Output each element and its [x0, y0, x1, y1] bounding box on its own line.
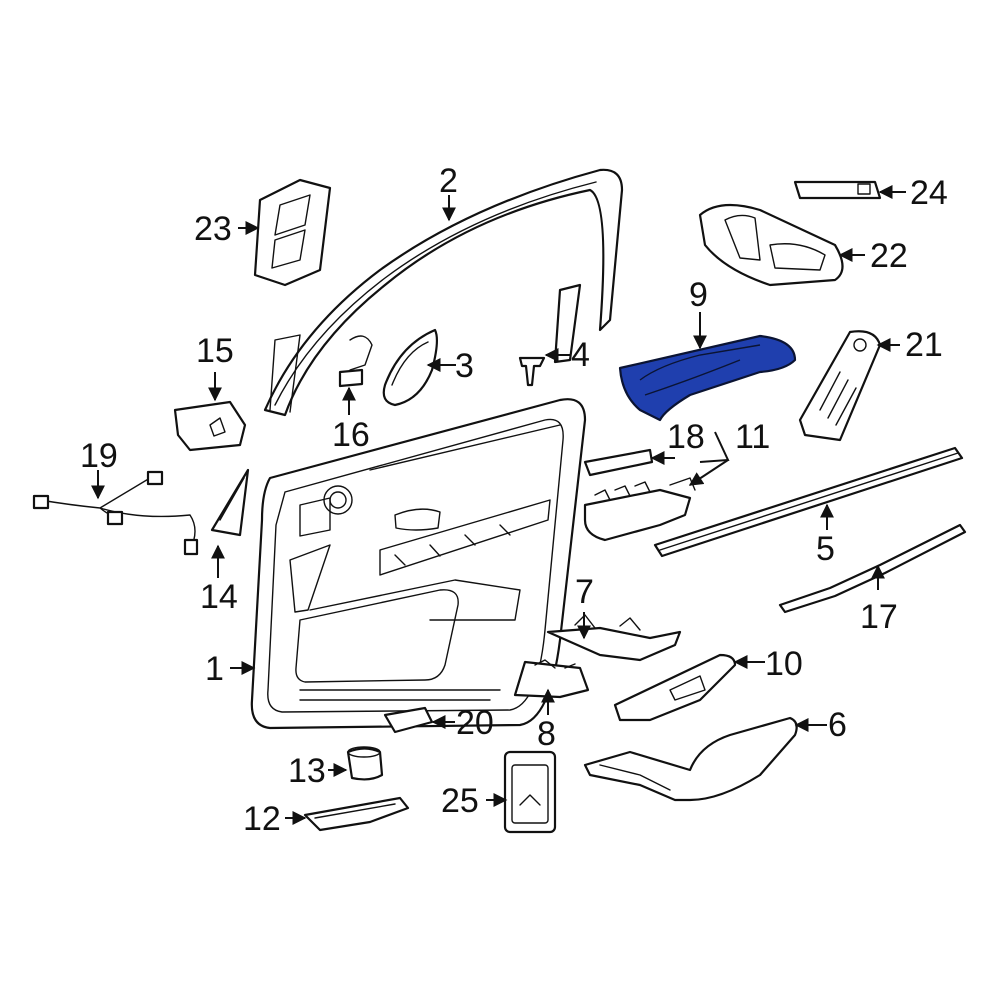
part-12-tray[interactable]: [303, 796, 410, 832]
part-23-panel[interactable]: [253, 178, 332, 287]
callout-21: 21: [905, 326, 943, 364]
part-2-window-frame[interactable]: [263, 168, 624, 417]
callout-3: 3: [455, 347, 474, 385]
part-8-trim-piece[interactable]: [513, 659, 590, 699]
part-4-clip[interactable]: [518, 356, 546, 387]
callout-7: 7: [575, 573, 594, 611]
callout-18: 18: [667, 418, 705, 456]
callout-19: 19: [80, 437, 118, 475]
part-14-triangle-cover[interactable]: [210, 468, 250, 537]
callout-5: 5: [816, 530, 835, 568]
part-1-door-panel[interactable]: [250, 398, 587, 730]
callout-16: 16: [332, 416, 370, 454]
callout-6: 6: [828, 706, 847, 744]
part-16-sensor[interactable]: [338, 335, 373, 388]
part-3-mirror-cover[interactable]: [382, 328, 439, 407]
callout-11: 11: [735, 418, 770, 456]
callout-25: 25: [441, 782, 479, 820]
callout-2: 2: [439, 162, 458, 200]
callout-20: 20: [456, 704, 494, 742]
part-13-cup-holder[interactable]: [346, 746, 384, 781]
callout-13: 13: [288, 752, 326, 790]
part-19-wiring[interactable]: [32, 470, 199, 556]
callout-numbers: 1 2 3 4 5 6 7 8 9 10 11 12 13 14 15 16 1…: [80, 162, 948, 838]
callout-12: 12: [243, 800, 281, 838]
callout-10: 10: [765, 645, 803, 683]
part-22-seat-switch[interactable]: [698, 203, 844, 287]
part-15-bracket[interactable]: [173, 400, 247, 452]
part-24-button-strip[interactable]: [793, 180, 882, 200]
part-9-pull-handle[interactable]: [618, 334, 797, 422]
callout-4: 4: [571, 336, 590, 374]
part-5-weatherstrip[interactable]: [653, 446, 964, 558]
callout-15: 15: [196, 332, 234, 370]
callout-1: 1: [205, 650, 224, 688]
callout-24: 24: [910, 174, 948, 212]
callout-8: 8: [537, 715, 556, 753]
callout-14: 14: [200, 578, 238, 616]
callout-17: 17: [860, 598, 898, 636]
part-18-cap[interactable]: [583, 448, 654, 477]
part-7-trim-strip[interactable]: [546, 614, 682, 662]
callout-23: 23: [194, 210, 232, 248]
leader-lines: [91, 185, 906, 825]
callout-9: 9: [689, 276, 708, 314]
part-10-switch-bezel[interactable]: [613, 653, 737, 722]
part-6-armrest[interactable]: [583, 716, 798, 802]
part-25-control-unit[interactable]: [503, 750, 557, 834]
part-21-window-switch[interactable]: [798, 330, 882, 442]
callout-22: 22: [870, 237, 908, 275]
part-11-handle-housing[interactable]: [583, 477, 696, 542]
